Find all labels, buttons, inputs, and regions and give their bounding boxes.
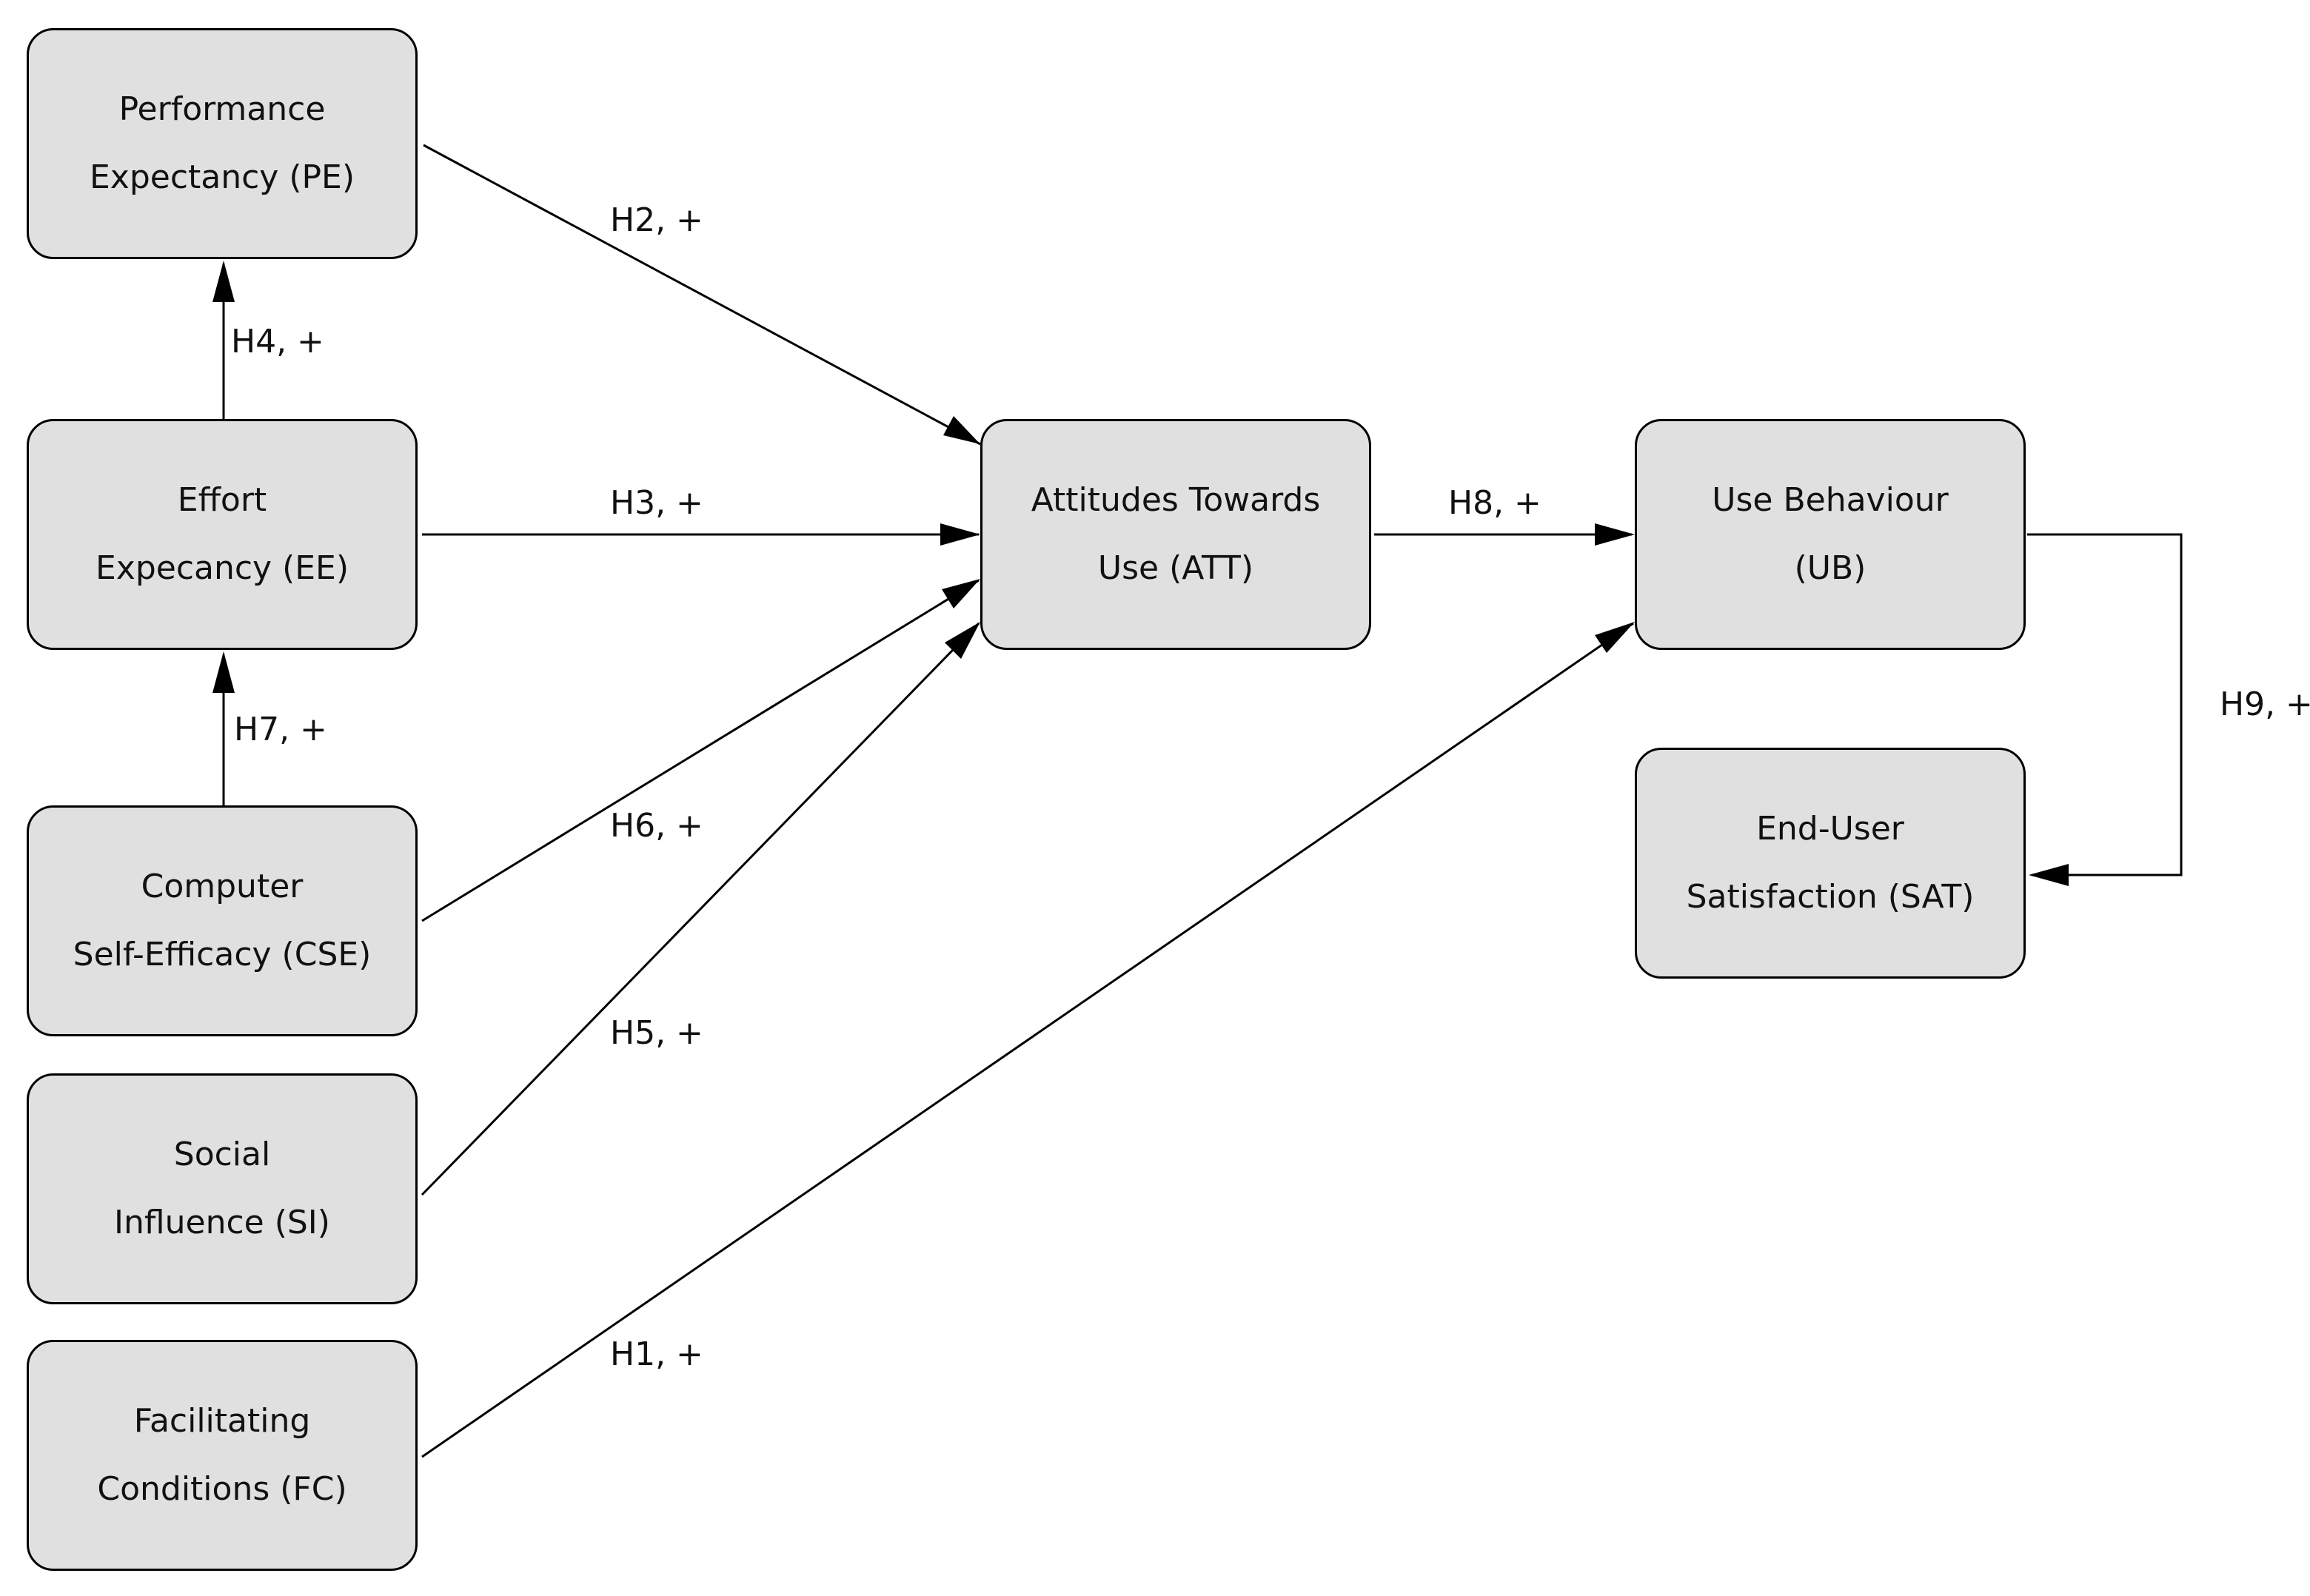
node-performance-expectancy: Performance Expectancy (PE) [27, 28, 418, 259]
edge-h1 [421, 622, 1634, 1458]
node-sat-line2: Satisfaction (SAT) [1686, 878, 1975, 916]
node-effort-expectancy: Effort Expecancy (EE) [27, 419, 418, 650]
edge-label-h6: H6, + [610, 807, 703, 845]
arrowhead-h1 [1595, 622, 1635, 653]
arrowhead-h8 [1595, 523, 1635, 546]
arrowhead-h2 [943, 416, 980, 444]
node-facilitating-conditions: Facilitating Conditions (FC) [27, 1340, 418, 1571]
edge-label-h4: H4, + [231, 323, 324, 361]
node-computer-self-efficacy: Computer Self-Efficacy (CSE) [27, 805, 418, 1036]
arrowhead-h7 [212, 651, 235, 693]
edge-h9 [2027, 533, 2183, 876]
node-ub-line1: Use Behaviour [1712, 481, 1949, 519]
node-pe-line1: Performance [118, 90, 326, 128]
node-ee-line2: Expecancy (EE) [95, 549, 349, 587]
node-si-line1: Social [173, 1136, 271, 1173]
node-fc-line2: Conditions (FC) [97, 1470, 347, 1508]
node-fc-line1: Facilitating [133, 1402, 311, 1440]
edge-label-h3: H3, + [610, 484, 703, 522]
node-social-influence: Social Influence (SI) [27, 1073, 418, 1304]
arrowhead-h5 [945, 622, 980, 659]
edge-label-h5: H5, + [610, 1014, 703, 1052]
edge-label-h2: H2, + [610, 201, 703, 239]
node-ub-line2: (UB) [1794, 549, 1867, 587]
edge-h6 [421, 579, 980, 922]
node-end-user-satisfaction: End-User Satisfaction (SAT) [1635, 748, 2026, 979]
node-cse-line1: Computer [141, 868, 304, 905]
node-att-line2: Use (ATT) [1097, 549, 1254, 587]
node-si-line2: Influence (SI) [114, 1204, 330, 1241]
node-use-behaviour: Use Behaviour (UB) [1635, 419, 2026, 650]
edge-label-h1: H1, + [610, 1335, 703, 1373]
arrowhead-h4 [212, 261, 235, 302]
arrowhead-h3 [940, 523, 980, 546]
edge-label-h9: H9, + [2220, 685, 2310, 723]
node-attitudes-towards-use: Attitudes Towards Use (ATT) [980, 419, 1371, 650]
node-ee-line1: Effort [177, 481, 267, 519]
arrowhead-h9 [2029, 864, 2069, 886]
node-cse-line2: Self-Efficacy (CSE) [73, 936, 372, 973]
node-pe-line2: Expectancy (PE) [89, 158, 355, 196]
edge-h2 [423, 144, 981, 446]
edge-h5 [421, 622, 980, 1196]
arrowhead-h6 [942, 579, 980, 608]
node-att-line1: Attitudes Towards [1031, 481, 1321, 519]
node-sat-line1: End-User [1756, 810, 1904, 848]
edge-label-h7: H7, + [234, 711, 327, 748]
edge-label-h8: H8, + [1448, 484, 1541, 522]
